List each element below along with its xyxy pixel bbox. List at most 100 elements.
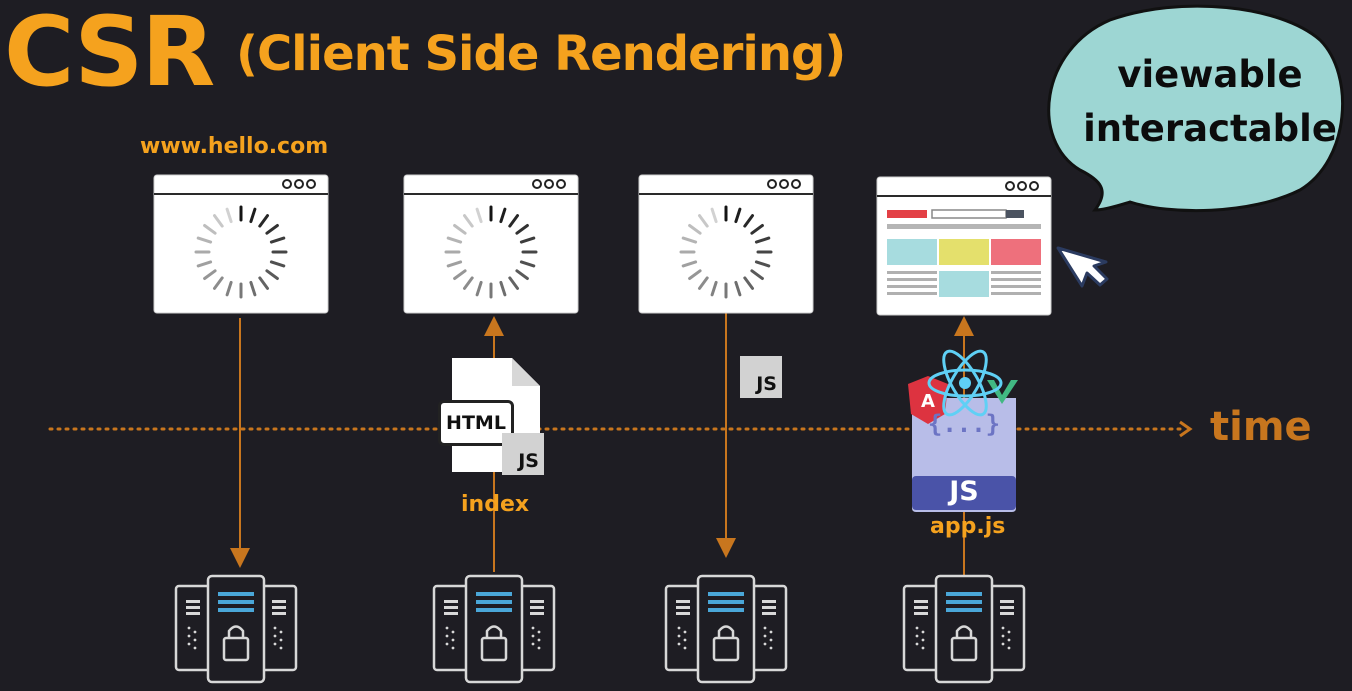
server-part: [480, 636, 508, 662]
spinner-tick: [463, 276, 474, 290]
js-badge-transfer: JS: [740, 356, 782, 398]
spinner-tick: [508, 276, 519, 290]
spinner-tick: [196, 236, 213, 244]
spinner-tick: [750, 224, 764, 235]
server-part: [218, 592, 254, 596]
server-vent: [273, 626, 277, 630]
server-part: [914, 612, 928, 615]
server-part: [444, 612, 458, 615]
loading-spinner-icon: [444, 205, 538, 299]
server-part: [530, 606, 544, 609]
spinner-tick: [475, 207, 483, 224]
server-vent: [193, 630, 197, 634]
server-vent: [915, 642, 919, 646]
spinner-tick: [743, 276, 754, 290]
server-vent: [769, 630, 773, 634]
spinner-tick: [258, 276, 269, 290]
server-part: [530, 612, 544, 615]
timeline-label: time: [1210, 404, 1312, 450]
server-vent: [187, 642, 191, 646]
server-part: [1000, 612, 1014, 615]
server-part: [934, 574, 994, 684]
server-part: [696, 574, 756, 684]
server-part: [676, 600, 690, 603]
url-label: www.hello.com: [140, 134, 329, 159]
spinner-tick: [681, 236, 698, 244]
react-logo-icon: [927, 349, 1003, 417]
spinner-tick: [446, 260, 463, 268]
server-vent: [677, 642, 681, 646]
server-part: [218, 608, 254, 612]
browser-window-2: [403, 174, 579, 314]
spinner-tick: [213, 276, 224, 290]
title-subtitle: (Client Side Rendering): [236, 26, 846, 82]
server-part: [676, 612, 690, 615]
server-vent: [537, 638, 541, 642]
spinner-tick: [453, 224, 467, 235]
server-part: [902, 584, 940, 672]
spinner-tick: [698, 214, 709, 228]
spinner-tick: [515, 269, 529, 280]
server-vent: [273, 634, 277, 638]
server-part: [206, 574, 266, 684]
server-part: [222, 636, 250, 662]
spinner-tick: [249, 207, 257, 224]
server-part: [988, 584, 1026, 672]
server-part: [712, 636, 740, 662]
server-vent: [683, 630, 687, 634]
server-part: [1000, 600, 1014, 603]
spinner-tick: [269, 260, 286, 268]
timeline-arrowhead: [1179, 420, 1193, 438]
browser-window-1: [153, 174, 329, 314]
server-part: [464, 574, 524, 684]
server-1: [174, 574, 298, 684]
server-part: [272, 606, 286, 609]
spinner-tick: [258, 214, 269, 228]
spinner-tick: [710, 280, 718, 297]
spinner-tick: [225, 207, 233, 224]
server-vent: [451, 646, 455, 650]
server-vent: [531, 626, 535, 630]
spinner-tick: [698, 276, 709, 290]
server-4: [902, 574, 1026, 684]
spinner-tick: [734, 280, 742, 297]
server-part: [260, 584, 298, 672]
bubble-line-viewable: viewable: [1117, 53, 1303, 96]
spinner-tick: [519, 236, 536, 244]
spinner-tick: [265, 269, 279, 280]
vue-logo-icon: [987, 380, 1018, 404]
server-part: [530, 600, 544, 603]
server-vent: [451, 630, 455, 634]
server-part: [762, 600, 776, 603]
bubble-line-interactable: interactable: [1083, 107, 1337, 150]
cursor-icon: [1056, 246, 1109, 288]
server-vent: [273, 642, 277, 646]
server-part: [444, 600, 458, 603]
server-vent: [769, 638, 773, 642]
server-part: [708, 608, 744, 612]
spinner-tick: [269, 236, 286, 244]
server-2: [432, 574, 556, 684]
spinner-tick: [754, 236, 771, 244]
server-vent: [1001, 634, 1005, 638]
spinner-tick: [213, 214, 224, 228]
server-part: [485, 625, 503, 638]
title-csr: CSR: [4, 0, 215, 108]
server-part: [955, 625, 973, 638]
server-part: [946, 592, 982, 596]
server-part: [272, 600, 286, 603]
spinner-tick: [475, 280, 483, 297]
spinner-tick: [519, 260, 536, 268]
server-vent: [531, 642, 535, 646]
server-vent: [677, 634, 681, 638]
spinner-tick: [453, 269, 467, 280]
spinner-tick: [225, 280, 233, 297]
server-part: [186, 612, 200, 615]
server-vent: [193, 638, 197, 642]
spinner-tick: [688, 224, 702, 235]
spinner-tick: [463, 214, 474, 228]
server-part: [762, 606, 776, 609]
server-part: [476, 592, 512, 596]
server-part: [946, 600, 982, 604]
server-vent: [915, 626, 919, 630]
